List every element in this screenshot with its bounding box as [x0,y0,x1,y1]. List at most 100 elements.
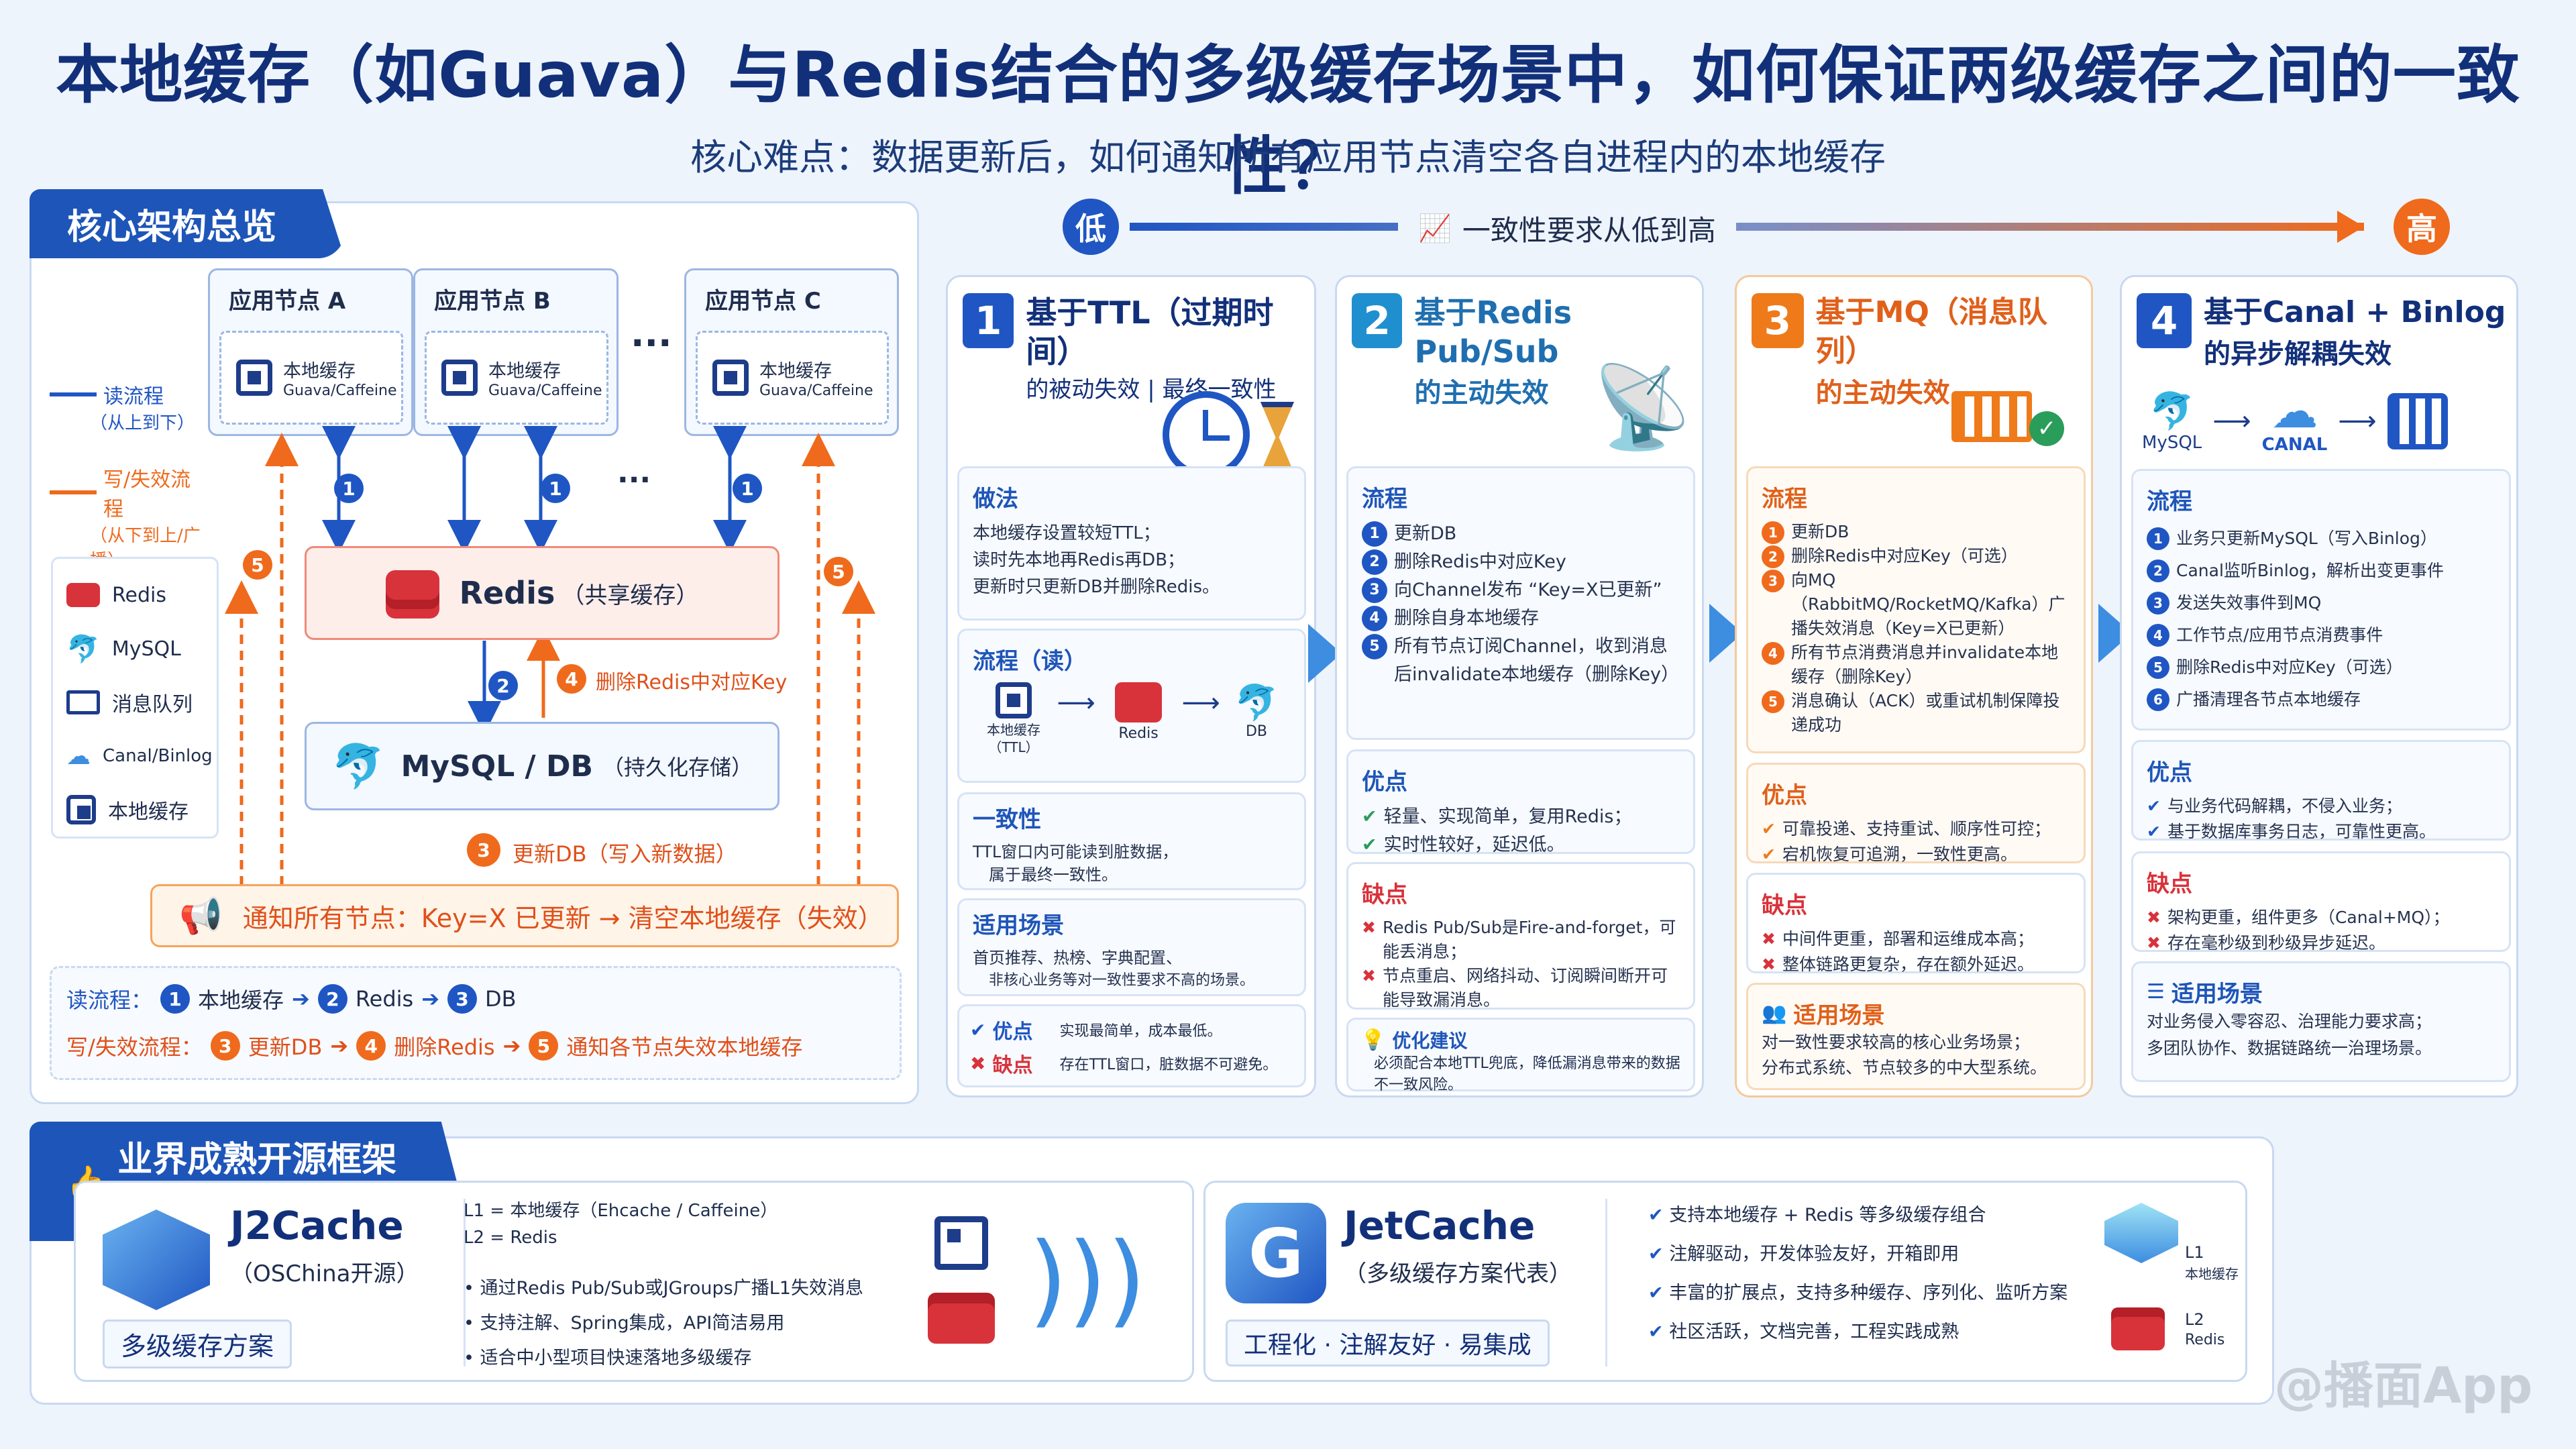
mq-pros-item: 宕机恢复可追溯，一致性更高。 [1782,845,2017,864]
ttl-scene: 适用场景 首页推荐、热榜、字典配置、 非核心业务等对一致性要求不高的场景。 [957,898,1306,996]
jetcache-features: ✔ 支持本地缓存 + Redis 等多级缓存组合 ✔ 注解驱动，开发体验友好，开… [1648,1196,2068,1352]
ttl-flow-step: 本地缓存（TTL） [987,722,1040,755]
pubsub-tip-item: 必须配合本地TTL兜底，降低漏消息带来的数据不一致风险。 [1374,1055,1680,1093]
check-icon: ✔ [1362,835,1377,855]
redis-icon [928,1303,995,1344]
ttl-flow-step: DB [1245,723,1268,740]
step-badge: 6 [2147,688,2169,711]
canal-label: CANAL [2261,435,2328,455]
canal-subtitle: 的异步解耦失效 [2204,339,2392,370]
step-badge: 1 [1362,521,1387,547]
arrow-orange-icon [50,490,97,494]
pubsub-subtitle: 的主动失效 [1414,378,1549,409]
ttl-pros-text: 实现最简单，成本最低。 [1059,1023,1222,1040]
component-legend: Redis 🐬MySQL 消息队列 ☁Canal/Binlog 本地缓存 [51,557,219,839]
step-badge: 2 [1762,545,1784,568]
legend-read: 读流程 （从上到下） [50,380,204,434]
mq-flow-item: 所有节点消费消息并invalidate本地缓存（删除Key） [1791,643,2059,686]
mq-flow-item: 删除Redis中对应Key（可选） [1791,546,2018,566]
canal-flow-item: 发送失效事件到MQ [2176,593,2322,612]
pubsub-tip-title: 优化建议 [1392,1030,1468,1052]
mq-pros-item: 可靠投递、支持重试、顺序性可控； [1782,819,2051,839]
write-flow-step: 通知各节点失效本地缓存 [566,1034,803,1060]
read-flow-step: DB [485,986,517,1012]
redis-icon [385,570,439,600]
cross-icon: ✖ [1362,918,1376,937]
canal-pros: 优点 ✔与业务代码解耦，不侵入业务； ✔基于数据库事务日志，可靠性更高。 [2131,740,2511,841]
message-queue-icon: ✓ [1938,384,2072,451]
stack-icon [2104,1203,2178,1263]
list-icon: ☰ [2147,980,2165,1004]
scale-low: 低 [1063,199,1119,255]
canal-pros-item: 基于数据库事务日志，可靠性更高。 [2167,822,2436,841]
step-badge: 3 [2147,592,2169,614]
mq-flow-item: 更新DB [1791,522,1849,541]
canal-cons: 缺点 ✖架构更重，组件更多（Canal+MQ）； ✖存在毫秒级到秒级异步延迟。 [2131,851,2511,953]
canal-flow-item: 工作节点/应用节点消费事件 [2176,625,2383,645]
pubsub-flow-item: 删除自身本地缓存 [1394,608,1539,629]
mq-number: 3 [1752,293,1804,348]
pubsub-pros: 优点 ✔轻量、实现简单，复用Redis； ✔实时性较好，延迟低。 [1346,749,1695,855]
legend-item-mq: 消息队列 [66,676,203,729]
jetcache-logo-icon: G [1226,1203,1326,1303]
legend-label: 本地缓存 [108,800,189,824]
ttl-method: 做法 本地缓存设置较短TTL； 读时先本地再Redis再DB； 更新时只更新DB… [957,466,1306,621]
mq-cons-item: 整体链路更复杂，存在额外延迟。 [1782,955,2034,974]
j2cache-features: • 通过Redis Pub/Sub或JGroups广播L1失效消息 • 支持注解… [464,1278,863,1368]
arch-arrows [225,426,875,885]
pubsub-pros-item: 实时性较好，延迟低。 [1383,835,1565,855]
canal-mysql-label: MySQL [2142,433,2202,453]
canal-flow-item: Canal监听Binlog，解析出变更事件 [2176,561,2444,580]
canal-cons-item: 架构更重，组件更多（Canal+MQ）； [2167,908,2450,927]
canal-cons-item: 存在毫秒级到秒级异步延迟。 [2167,933,2385,953]
check-icon: ✔ [1362,806,1377,827]
canal-scene-item: 多团队协作、数据链路统一治理场景。 [2147,1038,2432,1058]
pubsub-title: 基于Redis Pub/Sub [1414,294,1572,370]
mq-subtitle: 的主动失效 [1815,378,1950,409]
jetcache-l2: L2 [2185,1310,2204,1329]
canal-scene-title: 适用场景 [2171,981,2263,1008]
legend-item-redis: Redis [66,568,203,622]
jetcache-l2-sub: Redis [2185,1332,2225,1348]
mq-cons-title: 缺点 [1762,892,1807,919]
step-badge: 5 [529,1031,559,1061]
j2cache-l1: L1 = 本地缓存（Ehcache / Caffeine） [464,1201,778,1221]
users-icon: 👥 [1762,1002,1787,1025]
check-icon: ✔ [2147,822,2161,841]
scale-high: 高 [2394,199,2450,255]
write-flow-label: 写/失效流程： [66,1034,203,1060]
mq-flow-item: 向MQ（RabbitMQ/RocketMQ/Kafka）广播失效消息（Key=X… [1791,570,2065,638]
ttl-number: 1 [963,293,1014,348]
step-badge: 1 [2147,527,2169,550]
cross-icon: ✖ [970,1052,986,1075]
step-badge: 3 [447,984,478,1014]
ttl-subtitle: 的被动失效 | 最终一致性 [1026,376,1277,403]
jetcache-l1: L1 [2185,1243,2204,1262]
ttl-cons-label: 缺点 [992,1054,1033,1077]
redis-icon [2111,1317,2165,1350]
step-badge: 3 [467,833,500,867]
j2cache-l2: L2 = Redis [464,1228,557,1248]
watermark: @播面App [2274,1357,2533,1415]
chip-icon [441,360,478,396]
step-badge: 1 [334,474,364,503]
step3-label: 更新DB（写入新数据） [513,841,737,867]
legend-label: Redis [112,583,166,607]
jetcache-feature: 社区活跃，文档完善，工程实践成熟 [1669,1322,1960,1342]
ttl-consistency-title: 一致性 [973,806,1041,833]
step-badge: 5 [243,550,272,580]
jetcache-org: （多级缓存方案代表） [1344,1260,1572,1287]
lightbulb-icon: 💡 [1360,1028,1386,1052]
local-cache-sub: Guava/Caffeine [488,382,602,399]
mysql-dolphin-icon: 🐬 [2149,390,2195,432]
